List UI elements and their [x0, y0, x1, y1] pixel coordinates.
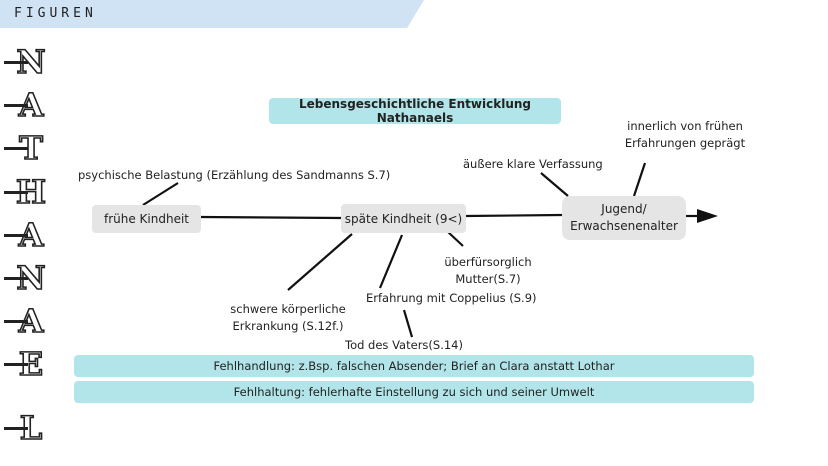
- section-header: FIGUREN: [0, 0, 424, 28]
- label-mother-line1: überfürsorglich: [444, 255, 532, 269]
- stage-late-childhood: späte Kindheit (9<): [341, 204, 466, 233]
- label-inner-line1: innerlich von frühen: [627, 119, 743, 133]
- label-mother: überfürsorglich Mutter(S.7): [436, 254, 540, 288]
- connector-coppelius: [378, 234, 404, 289]
- connector-illness: [287, 233, 353, 291]
- note-fehlhandlung: Fehlhandlung: z.Bsp. falschen Absender; …: [74, 355, 754, 377]
- timeline-arrowhead: [697, 209, 718, 223]
- label-outer-state: äußere klare Verfassung: [463, 157, 603, 171]
- label-father-death: Tod des Vaters(S.14): [345, 338, 463, 352]
- connector-inner: [632, 162, 647, 197]
- name-letter: E: [4, 345, 48, 383]
- name-letter: N: [4, 43, 48, 81]
- label-inner-line2: Erfahrungen geprägt: [624, 136, 746, 150]
- label-coppelius: Erfahrung mit Coppelius (S.9): [366, 291, 537, 305]
- connector-mother: [447, 231, 464, 247]
- diagram-title: Lebensgeschichtliche Entwicklung Nathana…: [269, 97, 561, 125]
- stage-youth-line2: Erwachsenenalter: [570, 219, 678, 233]
- name-letter: N: [4, 259, 48, 297]
- section-title: FIGUREN: [14, 6, 97, 21]
- name-letter: A: [4, 302, 48, 340]
- label-inner-state: innerlich von frühen Erfahrungen geprägt: [615, 118, 755, 152]
- stage-youth-line1: Jugend/: [601, 202, 647, 216]
- name-letter: A: [4, 86, 48, 124]
- name-letter: A: [4, 216, 48, 254]
- name-letter: H: [4, 173, 47, 211]
- label-illness-line1: schwere körperliche: [230, 302, 346, 316]
- label-illness: schwere körperliche Erkrankung (S.12f.): [228, 301, 348, 335]
- stage-early-childhood: frühe Kindheit: [92, 205, 201, 233]
- label-mother-line2: Mutter(S.7): [455, 272, 521, 286]
- note-fehlhaltung: Fehlhaltung: fehlerhafte Einstellung zu …: [74, 381, 754, 403]
- label-illness-line2: Erkrankung (S.12f.): [232, 319, 344, 333]
- connector-outer: [540, 172, 569, 197]
- stage-youth-adulthood: Jugend/ Erwachsenenalter: [562, 196, 686, 240]
- connector-stress: [142, 182, 179, 206]
- connector-father: [402, 309, 414, 338]
- label-psychological-stress: psychische Belastung (Erzählung des Sand…: [78, 168, 391, 182]
- timeline-segment: [465, 213, 563, 218]
- name-letter: L: [4, 409, 48, 447]
- timeline-segment: [200, 215, 342, 220]
- name-letter: T: [4, 129, 48, 167]
